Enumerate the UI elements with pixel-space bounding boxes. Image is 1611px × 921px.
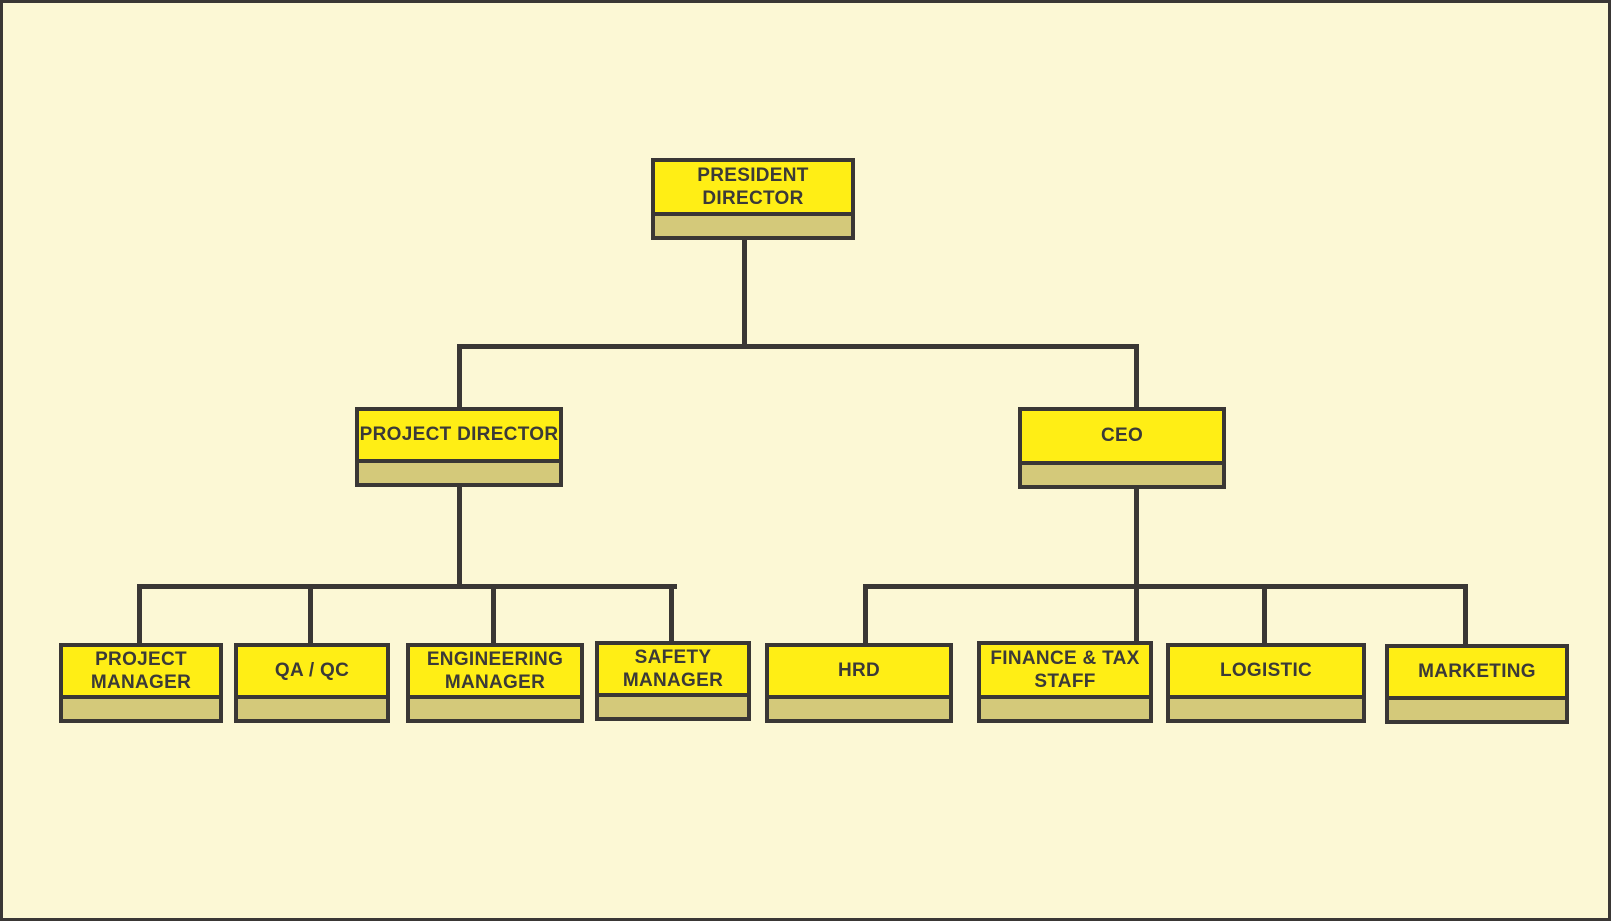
connector-line xyxy=(308,584,313,646)
org-node-label-line: LOGISTIC xyxy=(1219,660,1313,682)
org-node-label: CEO xyxy=(1022,411,1222,461)
org-node-strip xyxy=(1170,695,1362,719)
connector-line xyxy=(457,344,462,410)
connector-line xyxy=(669,584,674,644)
org-node-strip xyxy=(1022,461,1222,485)
connector-line xyxy=(742,235,747,349)
org-node-label-line: ENGINEERING xyxy=(426,648,564,670)
org-node-label-line: STAFF xyxy=(1034,671,1096,692)
connector-line xyxy=(863,584,868,646)
org-node-label-line: MANAGER xyxy=(90,672,192,693)
org-node-strip xyxy=(410,695,580,719)
connector-line xyxy=(491,584,496,646)
connector-line xyxy=(137,584,142,646)
org-node-strip xyxy=(1389,696,1565,720)
org-node-marketing: MARKETING xyxy=(1385,644,1569,724)
org-node-qa-qc: QA / QC xyxy=(234,643,390,723)
org-node-label: PROJECT DIRECTOR xyxy=(359,411,559,459)
org-node-label: QA / QC xyxy=(238,647,386,695)
connector-line xyxy=(457,344,1139,349)
org-node-strip xyxy=(769,695,949,719)
connector-line xyxy=(1134,488,1139,646)
connector-line xyxy=(863,584,1468,589)
connector-line xyxy=(1262,584,1267,646)
org-node-strip xyxy=(359,459,559,483)
org-node-strip xyxy=(599,693,747,717)
org-node-label: LOGISTIC xyxy=(1170,647,1362,695)
connector-line xyxy=(457,485,462,589)
org-node-ceo: CEO xyxy=(1018,407,1226,489)
org-node-label-line: PROJECT DIRECTOR xyxy=(359,424,559,446)
connector-line xyxy=(1134,344,1139,410)
org-node-label-line: PRESIDENT xyxy=(697,164,809,186)
org-node-label-line: QA / QC xyxy=(274,660,350,682)
org-node-label-line: MARKETING xyxy=(1418,661,1536,683)
org-node-label-line: MANAGER xyxy=(622,670,724,691)
org-node-label-line: PROJECT xyxy=(95,648,187,670)
org-node-strip xyxy=(238,695,386,719)
connector-line xyxy=(137,584,677,589)
org-node-label-line: HRD xyxy=(837,660,881,682)
org-node-label: MARKETING xyxy=(1389,648,1565,696)
org-node-project-director: PROJECT DIRECTOR xyxy=(355,407,563,487)
org-node-strip xyxy=(63,695,219,719)
org-node-label-line: MANAGER xyxy=(444,672,546,693)
org-node-hrd: HRD xyxy=(765,643,953,723)
org-node-strip xyxy=(655,212,851,236)
org-node-label-line: DIRECTOR xyxy=(702,188,804,209)
org-node-strip xyxy=(981,695,1149,719)
org-node-label: HRD xyxy=(769,647,949,695)
connector-line xyxy=(1463,584,1468,647)
org-node-logistic: LOGISTIC xyxy=(1166,643,1366,723)
org-node-label-line: FINANCE & TAX xyxy=(990,647,1140,669)
org-node-label-line: CEO xyxy=(1100,425,1144,447)
org-node-label-line: SAFETY xyxy=(634,646,712,668)
